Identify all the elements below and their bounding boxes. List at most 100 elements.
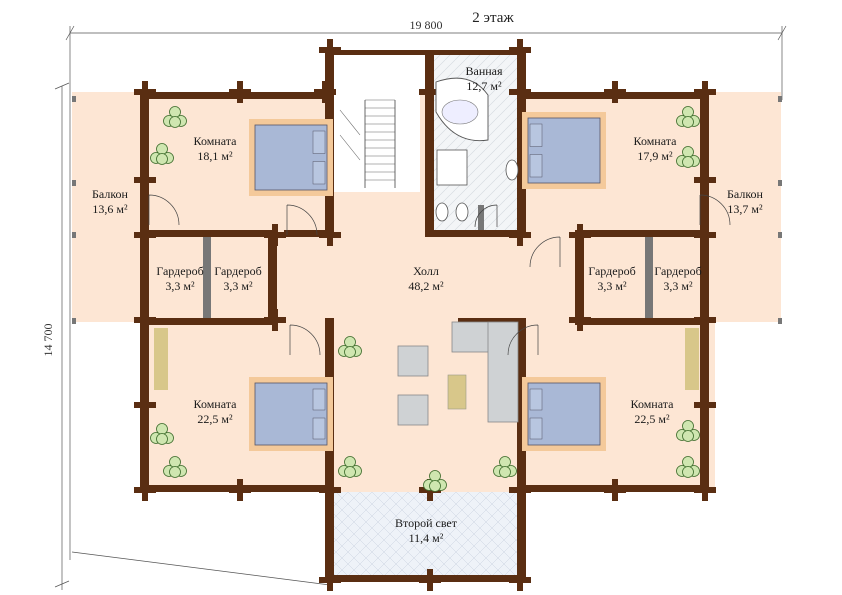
width-dimension: 19 800: [410, 18, 443, 32]
room-name: Комната: [194, 397, 238, 411]
room-area: 22,5 м²: [634, 412, 670, 426]
room-name: Второй свет: [395, 516, 458, 530]
door-swing: [289, 324, 321, 356]
plant: [429, 480, 441, 492]
log-joint: [272, 309, 278, 331]
towel-rail: [478, 205, 484, 230]
log-joint: [327, 479, 333, 501]
room-area: 3,3 м²: [165, 279, 195, 293]
room-area: 48,2 м²: [408, 279, 444, 293]
log-joint: [702, 394, 708, 416]
plant: [499, 466, 511, 478]
wall-segment: [517, 50, 526, 235]
plant: [156, 153, 168, 165]
log-joint: [702, 169, 708, 191]
cabinet: [154, 328, 168, 390]
pillow: [312, 130, 326, 154]
height-dimension: 14 700: [41, 324, 55, 357]
pillow: [529, 154, 543, 178]
log-joint: [322, 81, 328, 103]
wall-segment: [458, 318, 523, 325]
plant: [682, 156, 694, 168]
room-area: 17,9 м²: [637, 149, 673, 163]
room-name: Гардероб: [654, 264, 701, 278]
door-swing: [148, 194, 180, 226]
room-area: 11,4 м²: [409, 531, 444, 545]
wall-segment: [145, 92, 325, 99]
room-area: 18,1 м²: [197, 149, 233, 163]
window-mark: [72, 96, 76, 102]
log-joint: [327, 224, 333, 246]
second-light-void: [333, 492, 523, 582]
plant: [169, 466, 181, 478]
log-joint: [517, 81, 523, 103]
room-area: 22,5 м²: [197, 412, 233, 426]
log-joint: [142, 169, 148, 191]
plan-title: 2 этаж: [472, 10, 514, 26]
wall-segment: [145, 318, 275, 325]
window-mark: [72, 232, 76, 238]
door-swing: [474, 204, 498, 228]
window-mark: [778, 232, 782, 238]
wall-segment: [700, 92, 709, 492]
wall-segment: [425, 230, 525, 237]
wall-segment: [268, 230, 277, 325]
wall-segment: [425, 50, 434, 235]
dimension-lines: [54, 25, 787, 590]
log-joint: [702, 81, 708, 103]
plant: [344, 466, 356, 478]
armchair: [397, 345, 429, 377]
log-joint: [142, 479, 148, 501]
log-joint: [612, 81, 618, 103]
door-swing: [507, 324, 539, 356]
log-joint: [517, 569, 523, 591]
cabinet: [685, 328, 699, 390]
room-area: 3,3 м²: [597, 279, 627, 293]
window-mark: [778, 180, 782, 186]
log-joint: [612, 479, 618, 501]
room-name: Комната: [631, 397, 675, 411]
log-joint: [577, 224, 583, 246]
wall-segment: [284, 230, 329, 237]
coffee-table: [447, 374, 467, 410]
room-name: Гардероб: [156, 264, 203, 278]
log-joint: [142, 224, 148, 246]
room-name: Гардероб: [588, 264, 635, 278]
door-swing: [529, 236, 561, 268]
plant: [169, 116, 181, 128]
room-area: 13,6 м²: [92, 202, 128, 216]
balcony-floor-right: [705, 92, 781, 322]
wall-segment: [517, 492, 526, 582]
room-name: Ванная: [465, 64, 503, 78]
log-joint: [517, 479, 523, 501]
window-mark: [72, 180, 76, 186]
plant: [682, 116, 694, 128]
log-joint: [272, 224, 278, 246]
wall-segment: [145, 230, 275, 237]
log-joint: [702, 309, 708, 331]
shower: [436, 149, 468, 186]
log-joint: [142, 309, 148, 331]
pillow: [529, 388, 543, 411]
toilet: [435, 202, 449, 222]
wall-segment: [575, 230, 705, 237]
wall-segment: [517, 318, 526, 493]
door-swing: [286, 204, 318, 236]
pillow: [529, 417, 543, 440]
bidet: [455, 202, 469, 222]
room-name: Балкон: [727, 187, 764, 201]
room-name: Комната: [194, 134, 238, 148]
room-area: 13,7 м²: [727, 202, 763, 216]
bathtub-inner: [441, 99, 479, 125]
partition: [203, 237, 211, 318]
room-name: Балкон: [92, 187, 129, 201]
log-joint: [237, 479, 243, 501]
log-joint: [577, 309, 583, 331]
log-joint: [427, 81, 433, 103]
partition: [645, 237, 653, 318]
pillow: [312, 388, 326, 411]
log-joint: [517, 224, 523, 246]
stair-landing: [339, 109, 361, 161]
wall-segment: [140, 92, 149, 492]
